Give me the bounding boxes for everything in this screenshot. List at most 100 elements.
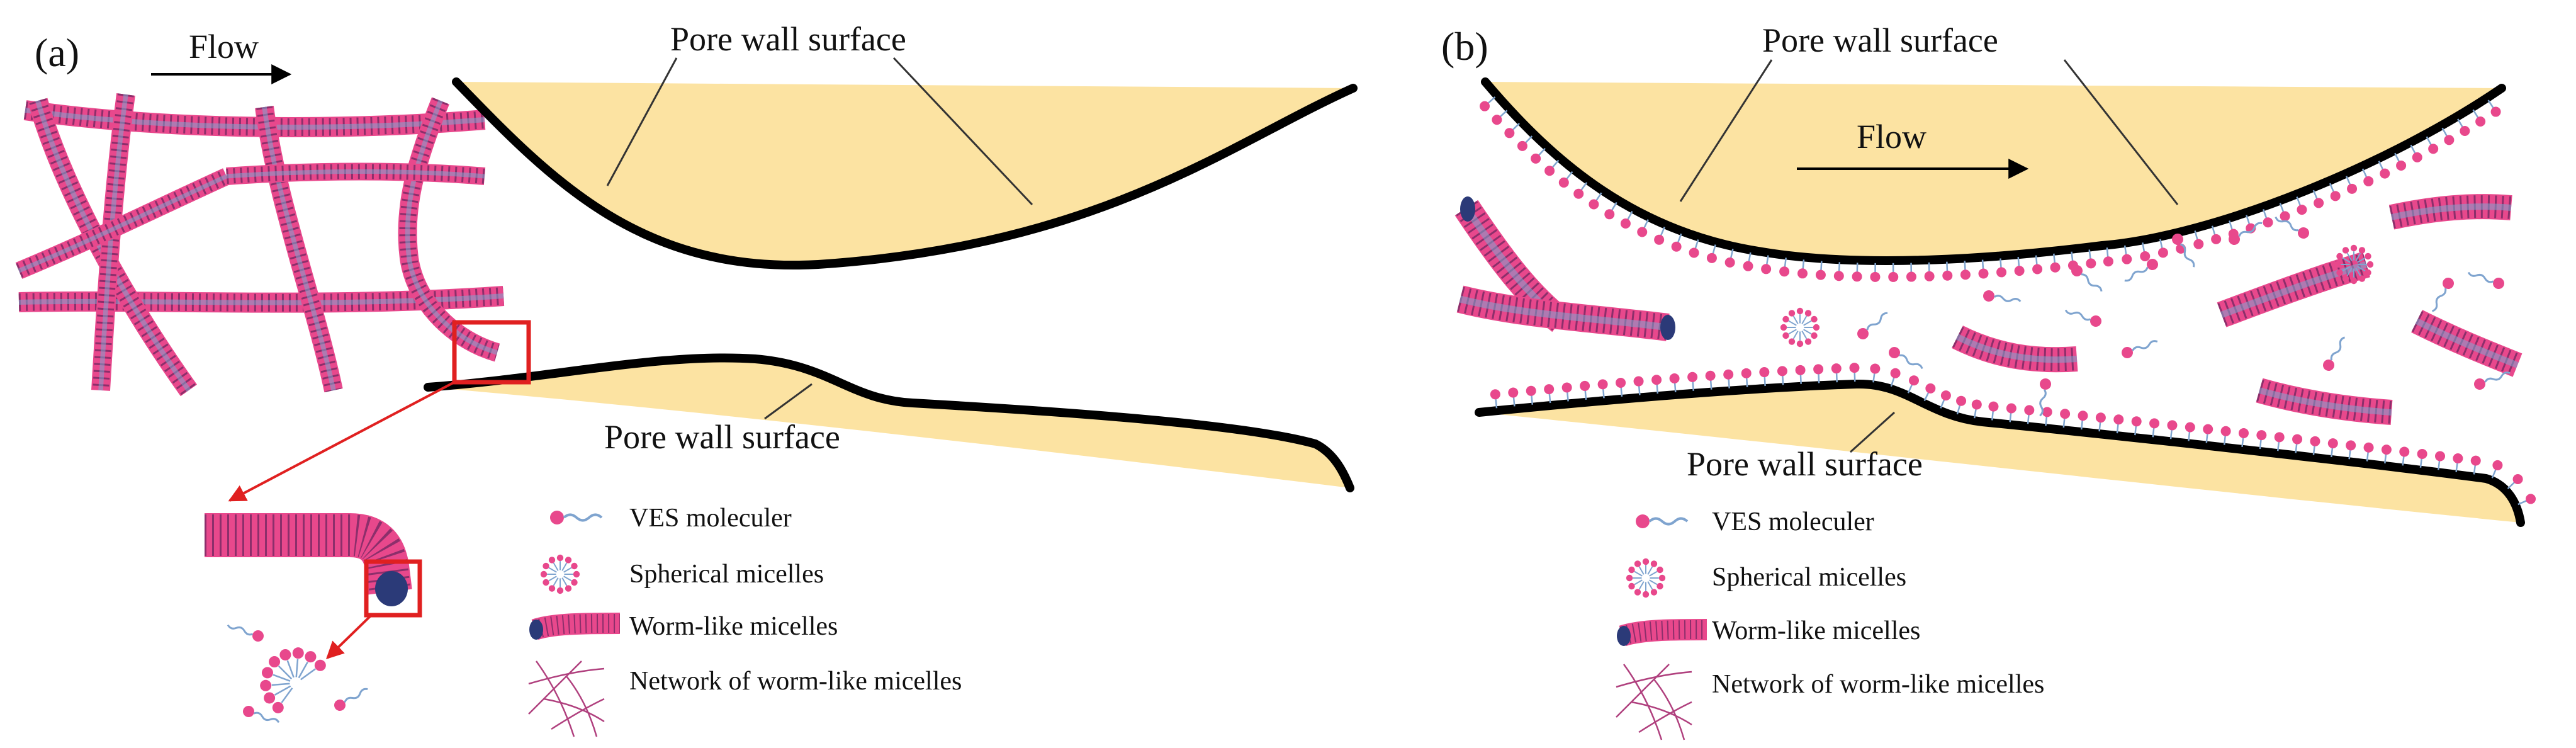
adsorbed-head [2381, 445, 2392, 455]
cross-section-tail [281, 688, 293, 703]
worm-core-line [2258, 387, 2392, 416]
sphere-head [2365, 269, 2371, 276]
free-ves-molecule [334, 688, 368, 711]
adsorbed-head [2363, 442, 2374, 453]
sphere-tail [1634, 579, 1643, 586]
legend-b-ves-icon [1636, 514, 1689, 528]
adsorbed-head [2086, 258, 2096, 269]
ves-tail [2467, 271, 2494, 283]
worm-core-line [262, 106, 336, 391]
cross-section-tail [286, 660, 295, 678]
adsorbed-head [1777, 366, 1787, 377]
sphere-tail [2346, 268, 2353, 276]
micelle-network-icon [528, 660, 605, 737]
panel-b-lower-pore-body [1479, 383, 2521, 523]
adsorbed-head [1651, 375, 1662, 385]
adsorbed-head [1971, 399, 1982, 410]
adsorbed-head [1924, 271, 1935, 281]
worm-core-line [1459, 295, 1668, 331]
adsorbed-head [1544, 166, 1555, 176]
adsorbed-head [1597, 379, 1608, 390]
panel-b-bottom-leader [1849, 411, 1896, 453]
sphere-head [1796, 307, 1804, 315]
ves-tail-icon [1648, 517, 1689, 526]
sphere-tail [548, 575, 557, 582]
adsorbed-head [1637, 227, 1648, 237]
adsorbed-head [2238, 428, 2249, 438]
sphere-tail [1788, 320, 1797, 326]
adsorbed-head [1960, 269, 1971, 280]
worm-core-line [1955, 334, 2078, 363]
adsorbed-head [2280, 211, 2290, 222]
adsorbed-head [2412, 152, 2422, 162]
sphere-head [548, 557, 556, 564]
panel-b-top-leader-right [2063, 59, 2179, 205]
panel-b-legend: VES moleculer Spherical micelles Worm-li… [1616, 507, 2044, 740]
sphere-tail [1649, 570, 1658, 577]
worm-core-line [2415, 318, 2519, 368]
worm-core-line [35, 99, 191, 392]
sphere-tail [561, 577, 568, 586]
adsorbed-head [2526, 494, 2536, 504]
ves-tail [2081, 273, 2103, 292]
ves-tail [227, 624, 254, 636]
legend-a-item-1: VES moleculer [629, 504, 792, 533]
adsorbed-head [2095, 412, 2106, 423]
spherical-micelle-icon [540, 554, 580, 594]
free-ves-molecule [2431, 278, 2454, 312]
adsorbed-head [1531, 153, 1541, 164]
panel-b-bottom-pore-label: Pore wall surface [1687, 445, 1923, 483]
adsorbed-head [1526, 385, 1536, 396]
adsorbed-head [1687, 371, 1698, 382]
legend-a-item-3: Worm-like micelles [629, 612, 838, 641]
micelle-fragment [2388, 194, 2512, 230]
adsorbed-head [2475, 116, 2486, 127]
free-ves-molecule [2275, 216, 2309, 239]
panel-a: (a) Flow Pore wall surface Pore wall sur… [15, 20, 1358, 737]
broken-worm-like-micelles [1454, 194, 2523, 425]
worm-core-line [2390, 203, 2512, 220]
worm-stripes [399, 98, 500, 361]
adsorbed-head [2314, 198, 2324, 208]
panel-a-flow-label: Flow [189, 28, 259, 65]
adsorbed-head [1779, 266, 1790, 277]
legend-a-sphere-shape [540, 554, 580, 594]
adsorbed-head [1480, 101, 1490, 111]
adsorbed-head [2380, 168, 2390, 179]
sphere-tail [2346, 252, 2353, 261]
spherical-micelle-icon [1626, 558, 1666, 598]
sphere-head [1634, 589, 1641, 596]
adsorbed-head [2363, 176, 2374, 186]
adsorbed-head [2193, 239, 2204, 249]
sphere-head [1782, 315, 1789, 323]
adsorbed-head [1706, 252, 1717, 263]
adsorbed-head [2297, 205, 2307, 215]
adsorbed-head [2492, 460, 2503, 470]
adsorbed-ves-molecules [1480, 96, 2536, 506]
sphere-tail [2342, 266, 2351, 272]
adsorbed-head [2140, 251, 2151, 261]
panel-a-label: (a) [35, 30, 79, 75]
worm-like-micelle-closeup [205, 513, 412, 606]
ves-tail [2330, 336, 2346, 361]
ves-tail [1994, 295, 2022, 302]
adsorbed-head [1620, 218, 1631, 229]
worm-core-line [405, 99, 498, 355]
cross-section-tail [295, 659, 299, 677]
micelle-cross-section [227, 624, 368, 723]
ves-head [2298, 227, 2309, 239]
channel-spherical-micelle [2334, 244, 2374, 285]
cross-section-head [272, 701, 284, 713]
ves-tail [2132, 340, 2158, 351]
free-ves-molecule [2229, 222, 2263, 245]
adsorbed-head [1580, 380, 1590, 391]
ves-head [1889, 347, 1900, 358]
channel-spherical-micelle [1780, 307, 1820, 348]
ves-tail [2124, 266, 2149, 282]
sphere-head [1788, 338, 1796, 345]
cross-section-tail [300, 668, 316, 681]
ves-tail [1899, 354, 1923, 370]
sphere-head [1626, 574, 1633, 582]
cross-section-head [269, 656, 281, 668]
